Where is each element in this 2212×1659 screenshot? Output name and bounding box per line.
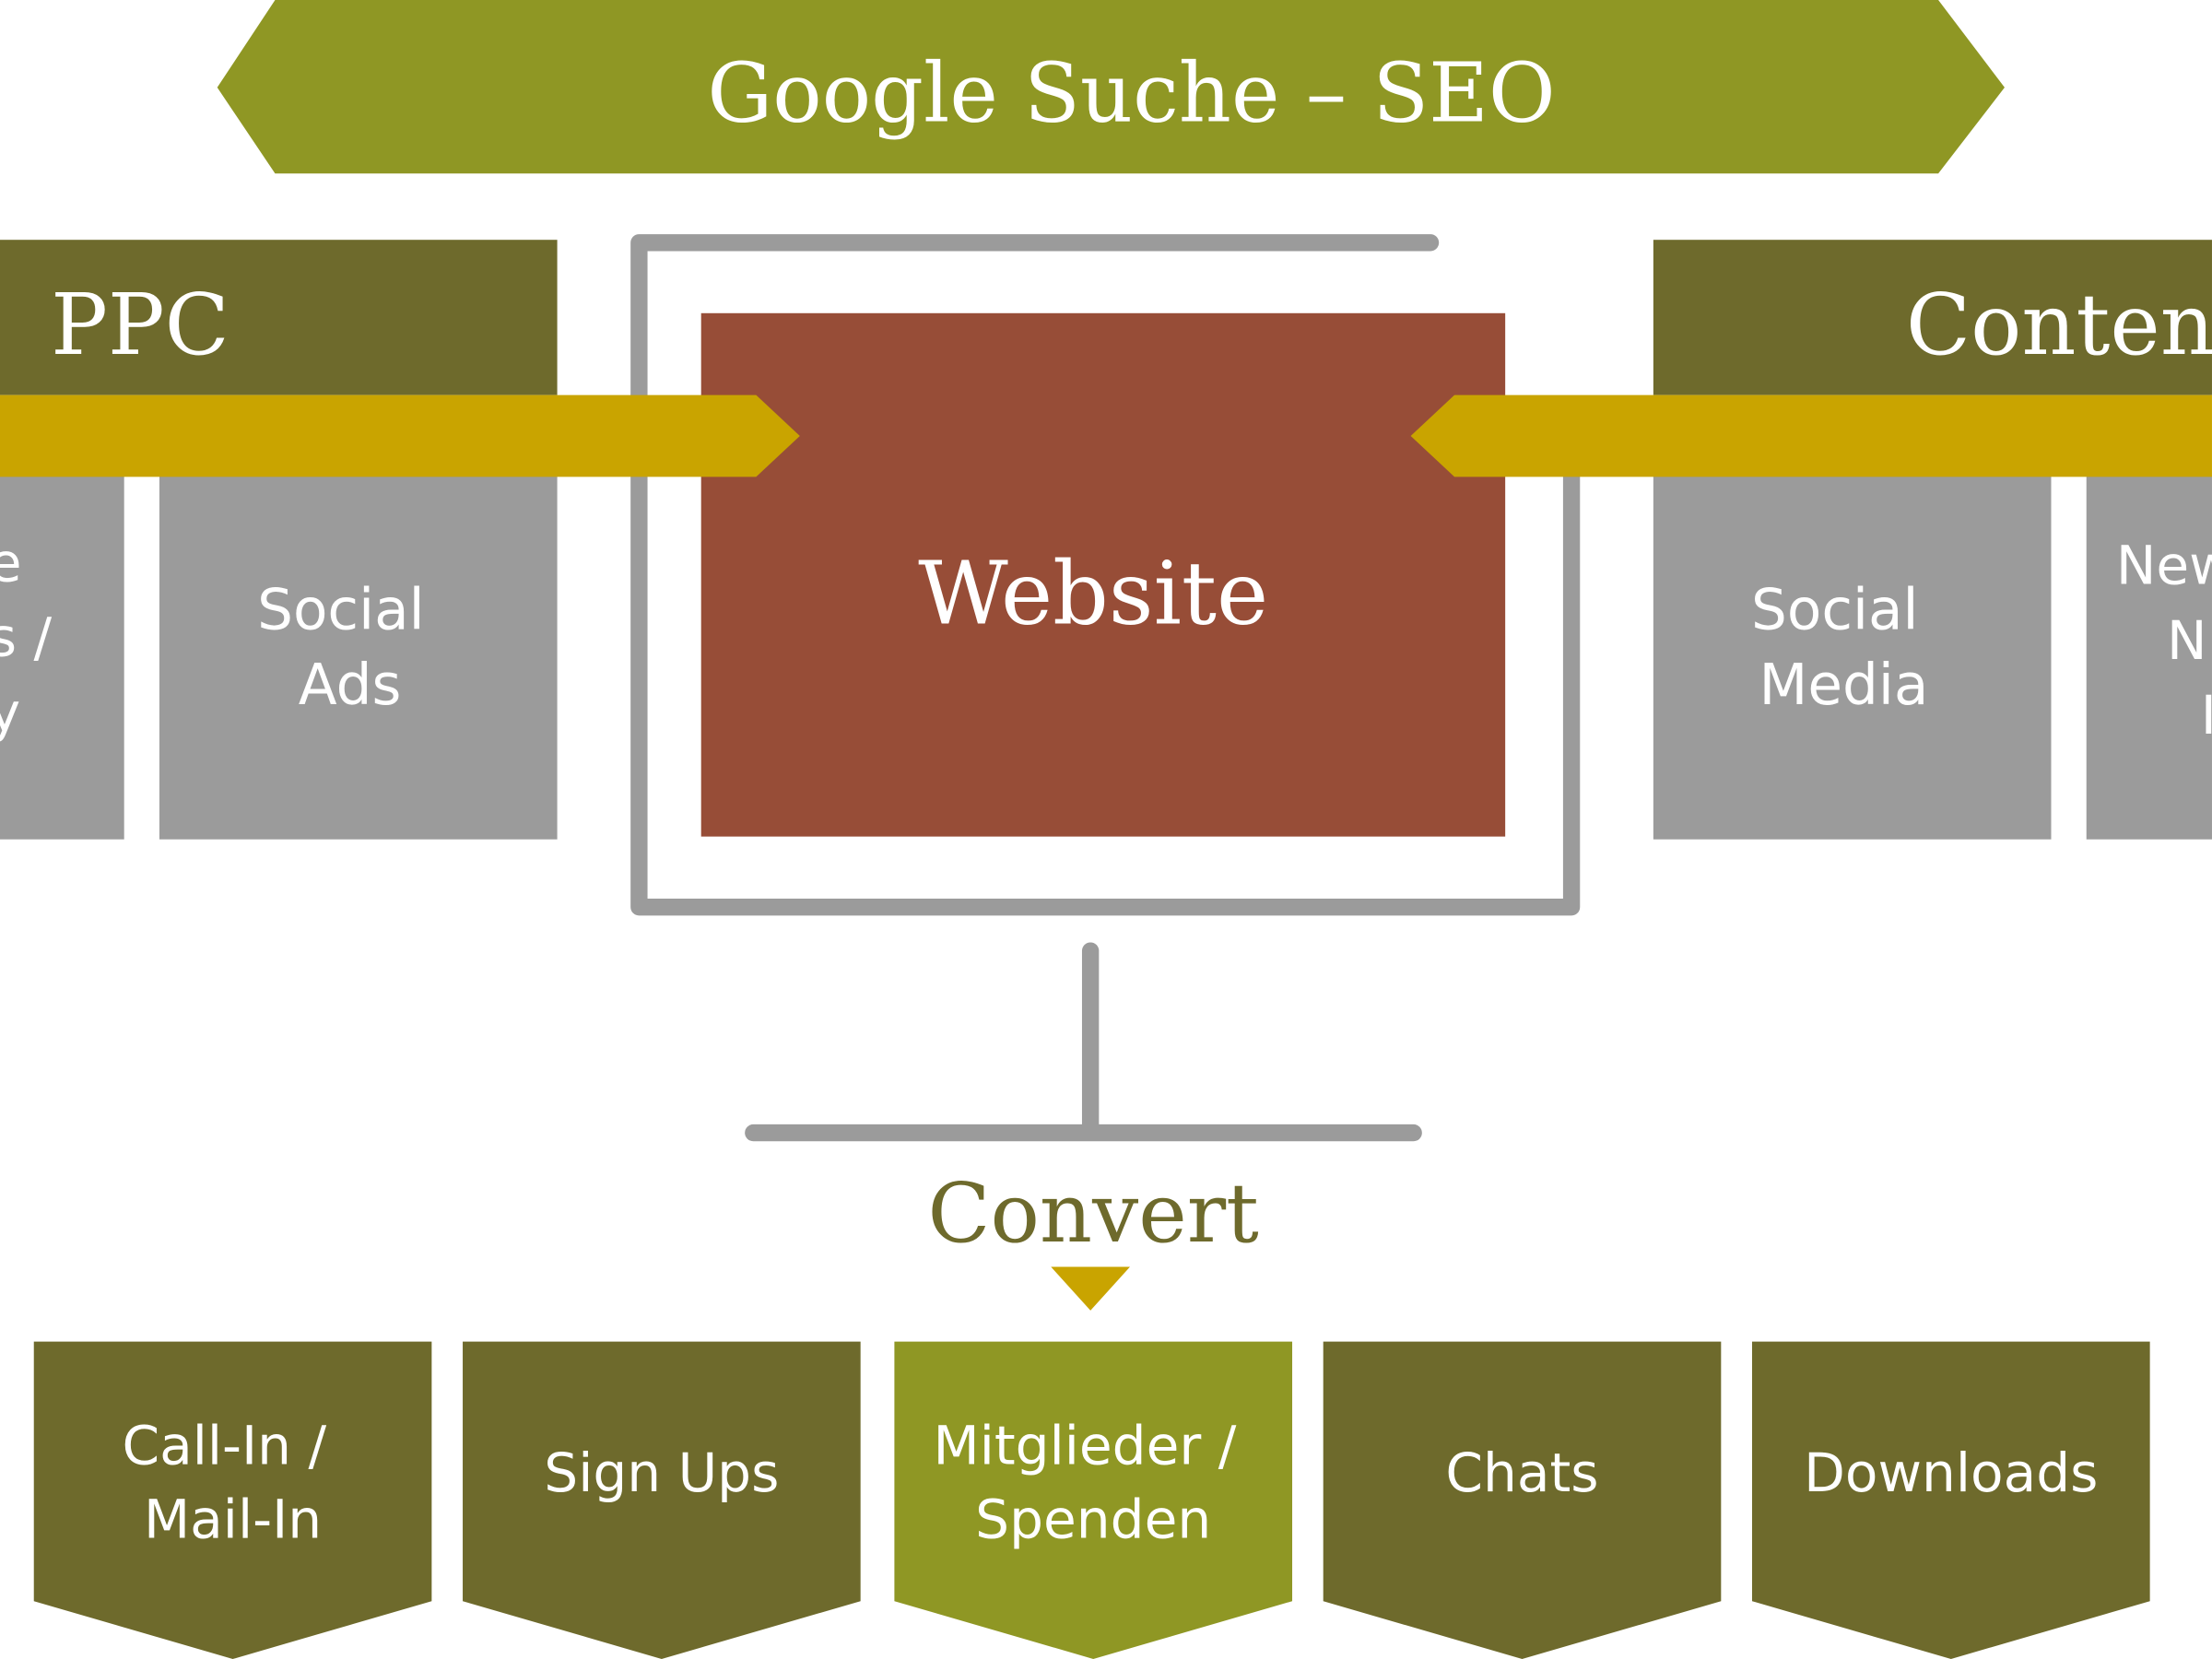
- conversion-shape: [1323, 1341, 1722, 1659]
- website-rect: [700, 312, 1506, 837]
- ppc-arrow: [0, 394, 800, 477]
- ppc-left-box-text: e s / y: [0, 532, 69, 744]
- content-header-label: Content: [1906, 276, 2212, 374]
- conversion-chats: Chats: [1323, 1341, 1722, 1659]
- ppc-left-box-line-2: s /: [0, 606, 53, 669]
- conversion-call-in: Call-In / Mail-In: [33, 1341, 432, 1659]
- website-box: Website: [700, 312, 1506, 837]
- content-right-box-line-3: I: [2201, 684, 2212, 747]
- convert-section: Convert: [928, 1166, 1259, 1311]
- social-ads-text: Social Ads: [257, 578, 442, 718]
- content-right-box: [2086, 475, 2212, 840]
- convert-label: Convert: [928, 1166, 1259, 1261]
- social-media-line-2: Media: [1759, 653, 1929, 718]
- conversion-line: Spenden: [975, 1488, 1211, 1550]
- ppc-left-box-line-1: e: [0, 532, 22, 594]
- ppc-header: [0, 240, 558, 395]
- monitor-frame: [630, 234, 1581, 916]
- content-right-box-line-1: New: [2116, 535, 2212, 597]
- social-ads-line-1: Social: [257, 578, 425, 643]
- social-ads-line-2: Ads: [299, 653, 402, 718]
- conversion-line: Chats: [1445, 1441, 1598, 1504]
- seo-banner: Google Suche – SEO: [217, 0, 2005, 174]
- website-label: Website: [918, 544, 1268, 645]
- content-header: [1653, 240, 2212, 395]
- seo-banner-shape: [217, 0, 2005, 174]
- monitor: [630, 234, 1581, 1142]
- conversion-line: Downloads: [1804, 1441, 2098, 1504]
- conversion-line: Mail-In: [144, 1488, 322, 1550]
- conversion-downloads: Downloads: [1752, 1341, 2150, 1659]
- conversion-shape: [1752, 1341, 2150, 1659]
- conversion-shape: [894, 1341, 1293, 1659]
- ppc-left-box: [0, 475, 124, 840]
- conversion-text: Chats: [1445, 1441, 1598, 1504]
- content-right-box-text: New N I: [2116, 535, 2212, 747]
- content-right-box-line-2: N: [2167, 609, 2207, 672]
- conversion-text: Downloads: [1804, 1441, 2098, 1504]
- content-group: Content Social Media New N I: [1410, 240, 2212, 840]
- social-media-text: Social Media: [1751, 578, 1936, 718]
- ppc-group: PPC e s / y Social Ads: [0, 240, 800, 840]
- content-arrow: [1410, 394, 2212, 477]
- seo-banner-title: Google Suche – SEO: [707, 46, 1555, 141]
- conversion-line: Call-In /: [122, 1415, 326, 1477]
- conversion-mitglieder: Mitglieder / Spenden: [894, 1341, 1293, 1659]
- conversion-shape: [33, 1341, 432, 1659]
- conversion-sign-ups: Sign Ups: [463, 1341, 861, 1659]
- social-media-box: [1653, 475, 2052, 840]
- conversion-shape: [463, 1341, 861, 1659]
- convert-pointer: [1051, 1266, 1131, 1311]
- ppc-header-label: PPC: [51, 276, 229, 374]
- ppc-left-box-line-3: y: [0, 681, 20, 744]
- social-ads-box: [159, 475, 558, 840]
- conversion-line: Sign Ups: [544, 1441, 779, 1504]
- social-media-line-1: Social: [1751, 578, 1919, 643]
- conversion-text: Sign Ups: [544, 1441, 779, 1504]
- conversion-line: Mitglieder /: [934, 1415, 1237, 1477]
- conversion-text: Call-In / Mail-In: [122, 1415, 343, 1551]
- conversion-row: Call-In / Mail-In Sign Ups Mitglieder / …: [33, 1341, 2150, 1659]
- conversion-text: Mitglieder / Spenden: [934, 1415, 1253, 1551]
